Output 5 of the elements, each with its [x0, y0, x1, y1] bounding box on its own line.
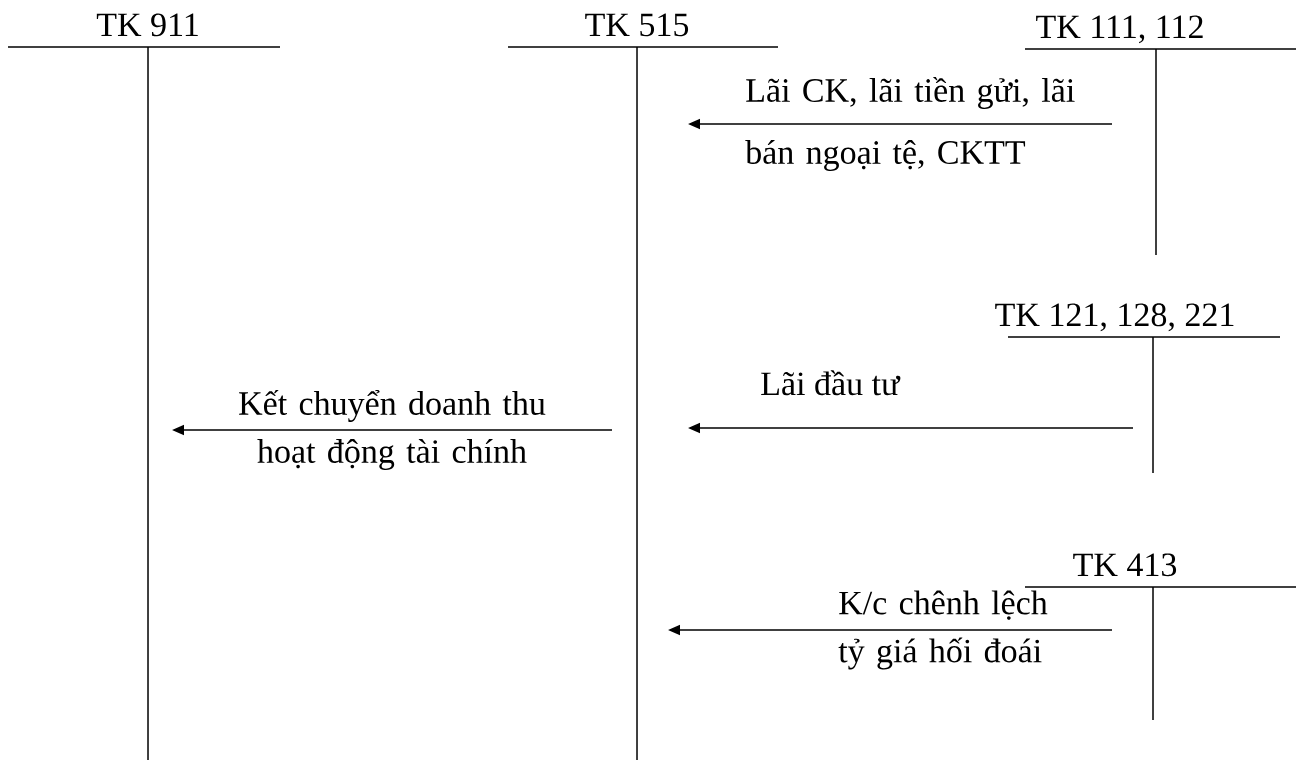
edge-label: Lãi CK, lãi tiền gửi, lãi bán ngoại tệ, CKTT: [745, 77, 1075, 171]
edge-label: Lãi đầu tư: [761, 370, 901, 396]
edge-label: K/c chênh lệch tỷ giá hối đoái: [838, 590, 1048, 670]
edge-label: Kết chuyển doanh thu hoạt động tài chính: [239, 390, 546, 470]
t-account: TK 121, 128, 221: [995, 303, 1281, 474]
